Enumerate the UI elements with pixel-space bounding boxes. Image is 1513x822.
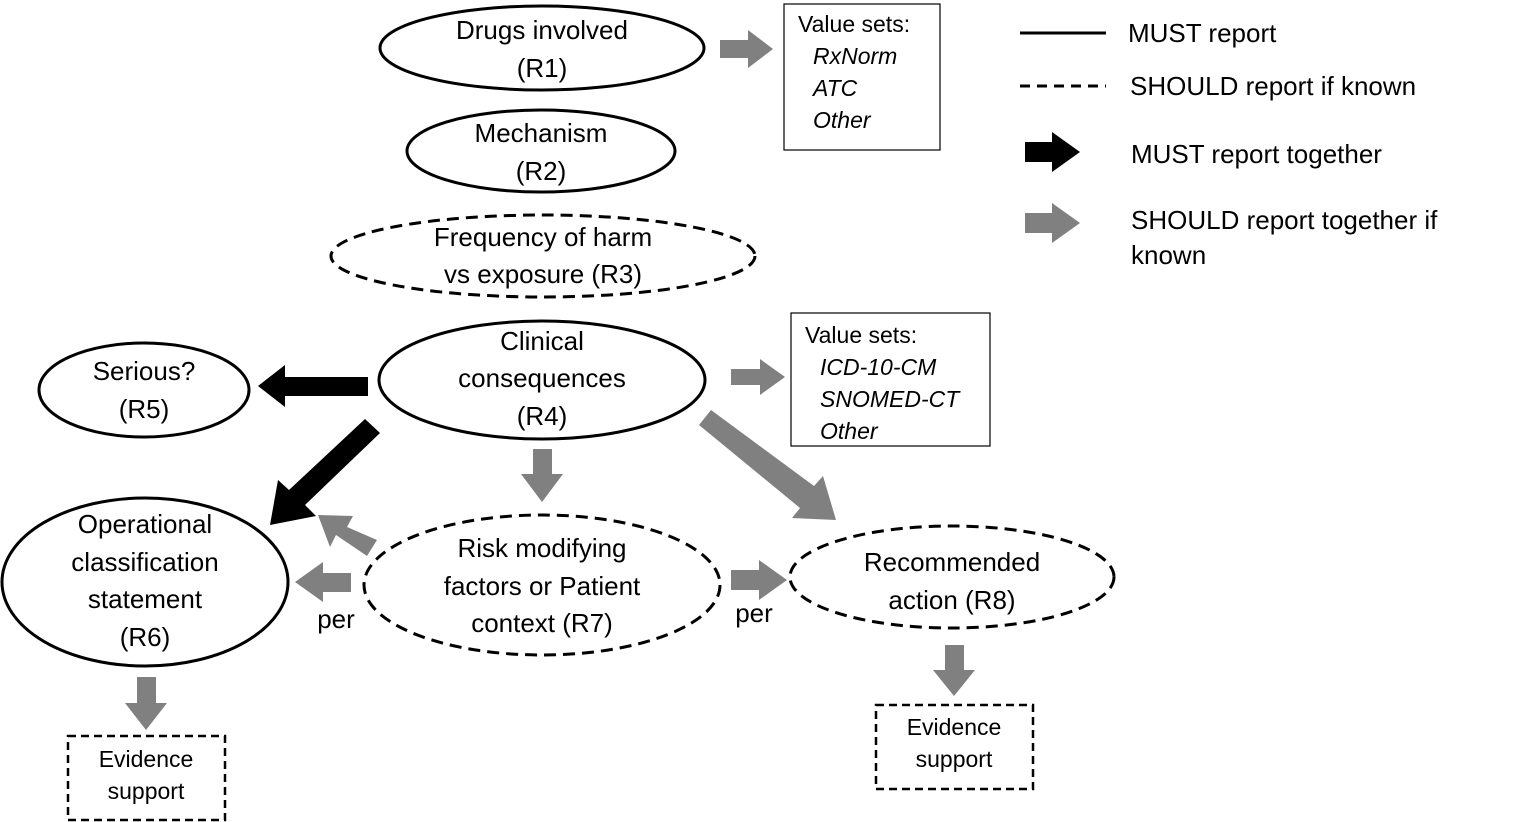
arrow-must-r4-to-r6: [270, 419, 380, 525]
evidence-right-line1: Evidence: [907, 714, 1002, 740]
node-r2-line1: Mechanism: [475, 118, 608, 148]
edge-label-per-left: per: [317, 604, 355, 634]
node-r2-line2: (R2): [516, 156, 567, 186]
edge-label-per-right: per: [735, 598, 773, 628]
legend-should-report: SHOULD report if known: [1130, 71, 1416, 101]
value-set-item: SNOMED-CT: [820, 386, 961, 412]
arrow-should-r8-to-evidence: [933, 645, 975, 696]
arrow-should-r1-to-value-sets: [720, 30, 773, 68]
arrow-should-r7-to-r8-per: [731, 560, 787, 600]
node-r6-line1: Operational: [78, 509, 212, 539]
node-r5-line2: (R5): [119, 394, 170, 424]
evidence-support-right-box: Evidence support: [874, 703, 1035, 791]
node-r3-line2: vs exposure (R3): [444, 259, 642, 289]
node-r8-line2: action (R8): [888, 585, 1015, 615]
value-sets-drugs-box: Value sets: RxNorm ATC Other: [783, 3, 941, 151]
value-set-item: ATC: [811, 75, 858, 101]
value-set-item: RxNorm: [813, 43, 897, 69]
arrow-should-r4-to-r7: [521, 449, 563, 502]
evidence-support-left-box: Evidence support: [66, 734, 227, 822]
value-set-item: ICD-10-CM: [820, 354, 937, 380]
arrow-should-r7-to-r6-per: [295, 562, 351, 602]
node-serious-r5: Serious? (R5): [37, 341, 251, 439]
node-r1-line1: Drugs involved: [456, 15, 628, 45]
node-operational-classification-r6: Operational classification statement (R6…: [0, 496, 290, 668]
legend-gray-arrow-icon: [1025, 203, 1080, 243]
node-r7-line3: context (R7): [471, 608, 613, 638]
legend-must-report: MUST report: [1128, 18, 1277, 48]
arrow-should-r4-to-value-sets: [731, 359, 785, 395]
node-r3-line1: Frequency of harm: [434, 222, 652, 252]
arrow-should-r4-to-r8: [699, 410, 836, 520]
arrow-must-r4-to-r5: [258, 365, 368, 407]
value-sets-drugs-title: Value sets:: [798, 11, 910, 37]
node-r7-line1: Risk modifying: [457, 533, 626, 563]
value-sets-consequences-box: Value sets: ICD-10-CM SNOMED-CT Other: [790, 312, 991, 447]
value-set-item: Other: [813, 107, 872, 133]
node-r8-line1: Recommended: [864, 547, 1040, 577]
node-mechanism-r2: Mechanism (R2): [405, 108, 677, 194]
node-clinical-consequences-r4: Clinical consequences (R4): [377, 319, 707, 441]
evidence-left-line1: Evidence: [99, 746, 194, 772]
value-sets-consequences-title: Value sets:: [805, 322, 917, 348]
node-r7-line2: factors or Patient: [444, 571, 641, 601]
legend: MUST report SHOULD report if known MUST …: [1020, 18, 1438, 270]
node-r4-line2: consequences: [458, 363, 626, 393]
node-risk-modifying-factors-r7: Risk modifying factors or Patient contex…: [362, 513, 722, 657]
node-r4-line1: Clinical: [500, 326, 584, 356]
legend-should-together-line1: SHOULD report together if: [1131, 205, 1438, 235]
node-recommended-action-r8: Recommended action (R8): [788, 524, 1116, 630]
node-r6-line4: (R6): [120, 622, 171, 652]
node-r5-line1: Serious?: [93, 356, 196, 386]
legend-must-together: MUST report together: [1131, 139, 1382, 169]
node-drugs-involved-r1: Drugs involved (R1): [378, 4, 706, 92]
value-set-item: Other: [820, 418, 879, 444]
node-r4-line3: (R4): [517, 401, 568, 431]
node-r6-line2: classification: [71, 547, 218, 577]
arrow-should-r6-to-evidence: [125, 677, 167, 730]
node-r1-line2: (R1): [517, 53, 568, 83]
legend-black-arrow-icon: [1025, 132, 1080, 172]
arrow-should-r7-to-r6-upper: [318, 515, 377, 556]
node-r6-line3: statement: [88, 584, 203, 614]
evidence-left-line2: support: [108, 778, 185, 804]
evidence-right-line2: support: [916, 746, 993, 772]
node-frequency-r3: Frequency of harm vs exposure (R3): [329, 213, 757, 299]
legend-should-together-line2: known: [1131, 240, 1206, 270]
